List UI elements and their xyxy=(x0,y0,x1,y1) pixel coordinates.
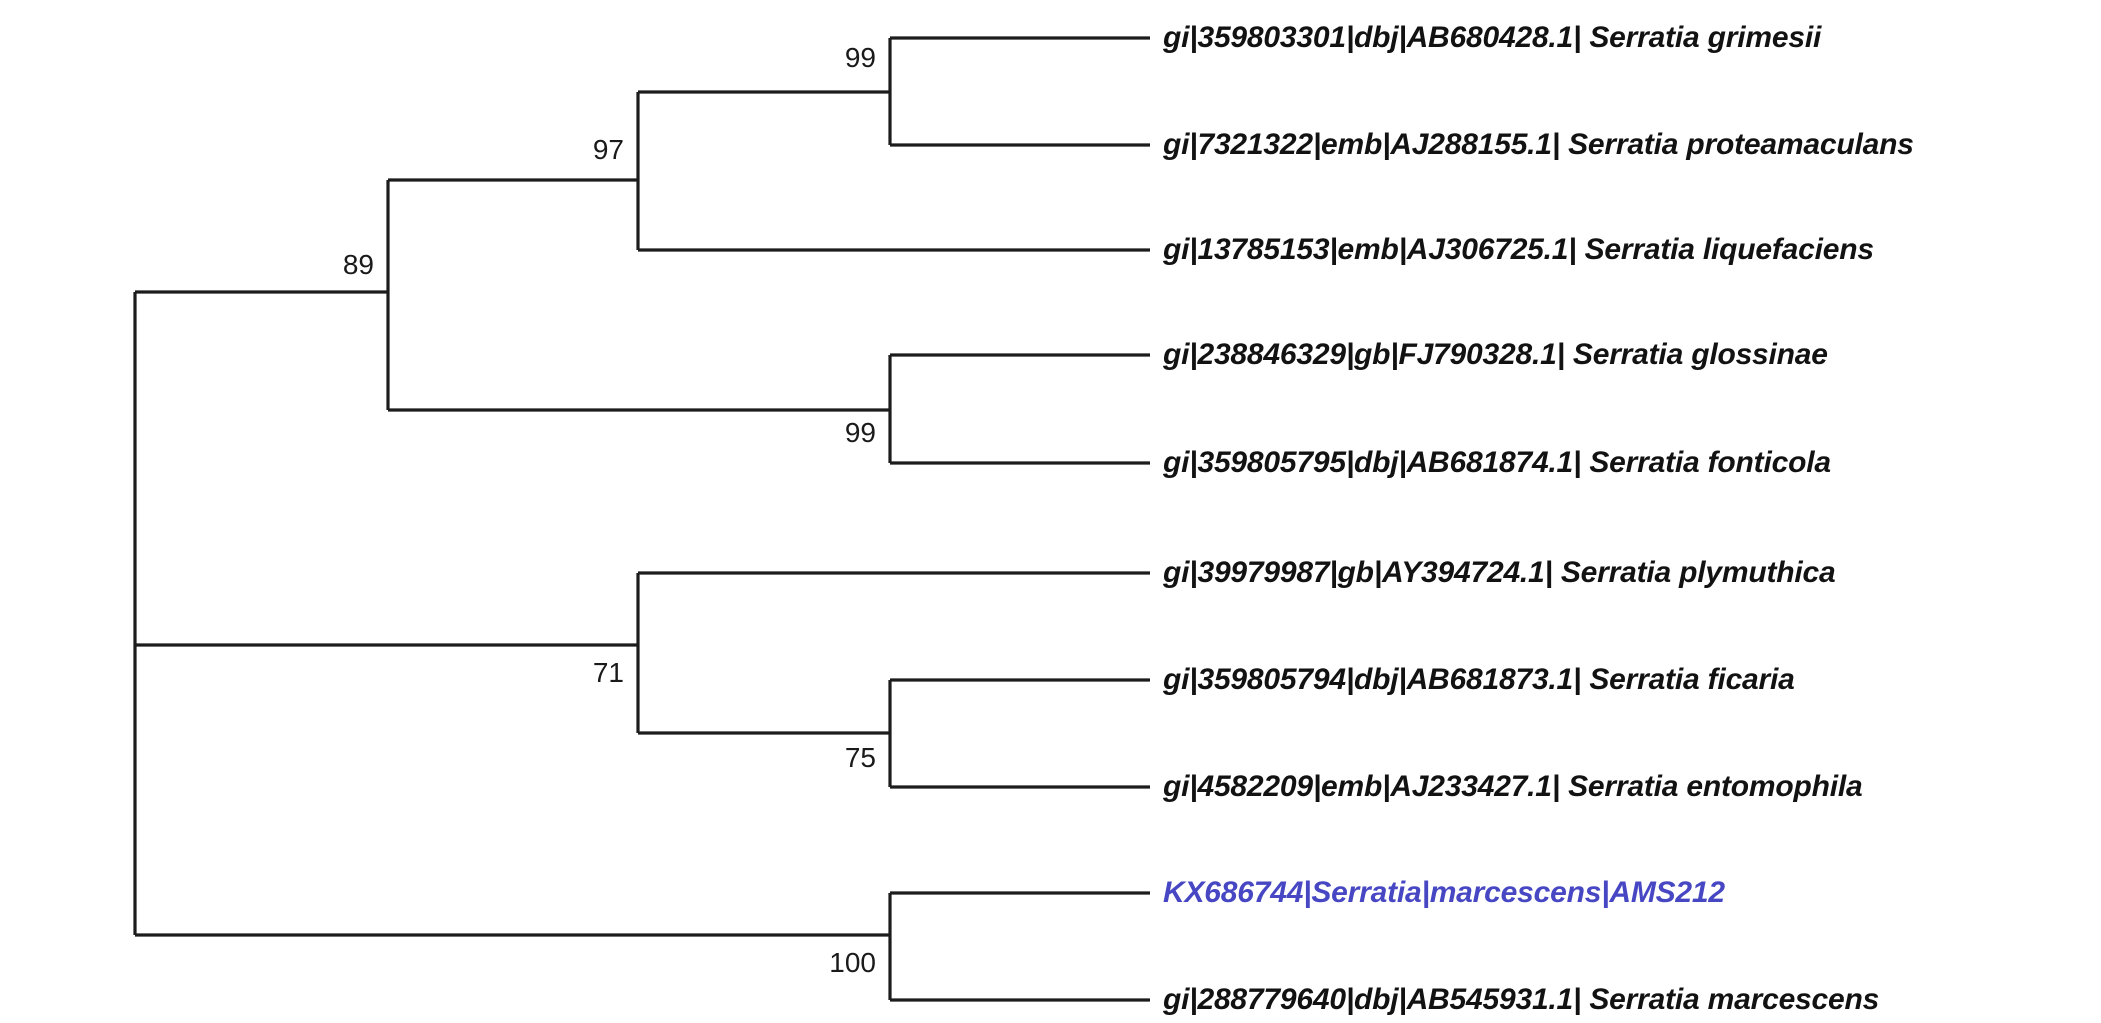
tip-label-tip-8: gi|4582209|emb|AJ233427.1| Serratia ento… xyxy=(1163,770,1863,803)
bootstrap-support-node-75: 75 xyxy=(844,742,876,773)
bootstrap-support-node-71: 71 xyxy=(592,657,624,688)
tip-label-tip-10: gi|288779640|dbj|AB545931.1| Serratia ma… xyxy=(1163,983,1880,1016)
bootstrap-support-node-100: 100 xyxy=(829,947,876,978)
tip-label-tip-7: gi|359805794|dbj|AB681873.1| Serratia fi… xyxy=(1163,663,1795,696)
tip-label-tip-4: gi|238846329|gb|FJ790328.1| Serratia glo… xyxy=(1163,338,1828,371)
tip-label-tip-2: gi|7321322|emb|AJ288155.1| Serratia prot… xyxy=(1163,128,1914,161)
tip-label-tip-6: gi|39979987|gb|AY394724.1| Serratia plym… xyxy=(1163,556,1836,589)
bootstrap-support-node-97: 97 xyxy=(592,134,624,165)
tip-label-tip-5: gi|359805795|dbj|AB681874.1| Serratia fo… xyxy=(1163,446,1831,479)
tip-label-tip-9: KX686744|Serratia|marcescens|AMS212 xyxy=(1163,876,1725,909)
bootstrap-support-node-99-fonticola: 99 xyxy=(844,417,876,448)
bootstrap-support-node-89: 89 xyxy=(342,249,374,280)
bootstrap-support-node-99-grimesii: 99 xyxy=(844,42,876,73)
tip-label-tip-1: gi|359803301|dbj|AB680428.1| Serratia gr… xyxy=(1163,21,1822,54)
branch-group xyxy=(133,36,1150,1002)
tip-label-tip-3: gi|13785153|emb|AJ306725.1| Serratia liq… xyxy=(1163,233,1874,266)
